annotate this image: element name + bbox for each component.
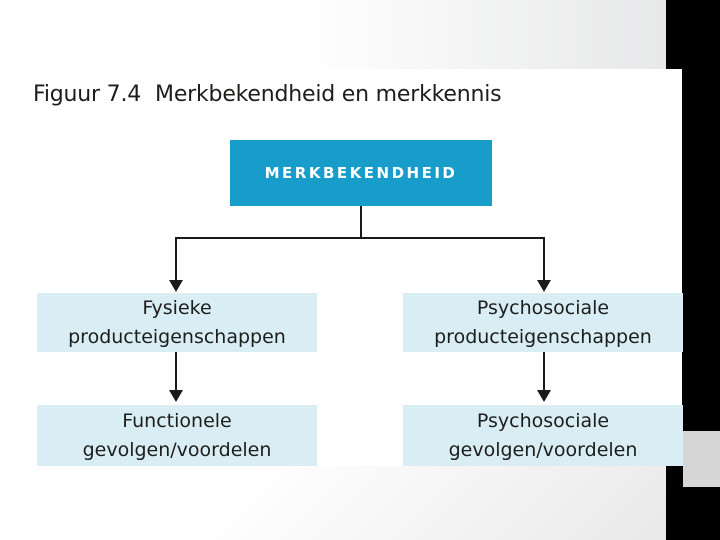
connector-drop-right [543, 238, 545, 280]
node-line1: Functionele [122, 409, 232, 432]
node-merkbekendheid: MERKBEKENDHEID [230, 140, 492, 206]
arrowhead-down-icon [169, 390, 183, 402]
node-merkbekendheid-label: MERKBEKENDHEID [264, 164, 458, 182]
figure-number: Figuur 7.4 [33, 82, 142, 107]
connector-left-row2 [175, 352, 177, 390]
node-line1: Psychosociale [476, 296, 610, 319]
arrowhead-down-icon [537, 280, 551, 292]
node-psychosociale-gevolgen-voordelen: Psychosociale gevolgen/voordelen [403, 405, 683, 466]
node-line2: producteigenschappen [434, 325, 652, 348]
figure-caption: Merkbekendheid en merkkennis [155, 82, 502, 107]
arrowhead-down-icon [169, 280, 183, 292]
node-functionele-gevolgen-voordelen: Functionele gevolgen/voordelen [37, 405, 317, 466]
connector-right-row2 [543, 352, 545, 390]
slide-bottom-margin [0, 466, 666, 540]
slide-top-margin [0, 0, 666, 69]
node-line1: Fysieke [142, 296, 212, 319]
node-line2: gevolgen/voordelen [448, 438, 638, 461]
connector-horizontal [175, 237, 545, 239]
node-line1: Psychosociale [476, 409, 610, 432]
connector-drop-left [175, 238, 177, 280]
figure-title: Figuur 7.4 Merkbekendheid en merkkennis [33, 82, 653, 107]
node-line2: gevolgen/voordelen [82, 438, 272, 461]
arrowhead-down-icon [537, 390, 551, 402]
connector-stem [360, 206, 362, 238]
node-psychosociale-producteigenschappen: Psychosociale producteigenschappen [403, 293, 683, 352]
figure-area [0, 69, 682, 466]
node-line2: producteigenschappen [68, 325, 286, 348]
node-fysieke-producteigenschappen: Fysieke producteigenschappen [37, 293, 317, 352]
side-bar-gray-notch [683, 431, 720, 487]
